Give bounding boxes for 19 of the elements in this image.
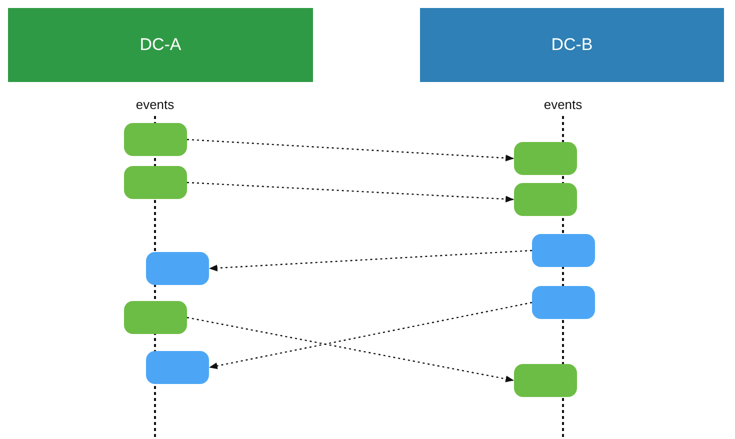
arrow — [186, 182, 514, 202]
event-block — [532, 234, 595, 267]
arrow — [186, 316, 514, 382]
event-block — [124, 301, 187, 334]
event-block — [532, 286, 595, 319]
datacenter-header — [420, 8, 724, 82]
arrow — [208, 250, 532, 272]
event-block — [514, 364, 577, 397]
datacenter-header — [8, 8, 313, 82]
arrow — [208, 302, 532, 370]
event-block — [146, 252, 209, 285]
event-block — [124, 166, 187, 199]
event-block — [124, 123, 187, 156]
arrow — [186, 138, 514, 162]
header-title: DC-B — [551, 35, 593, 55]
event-block — [146, 351, 209, 384]
header-title: DC-A — [140, 35, 182, 55]
event-block — [514, 183, 577, 216]
event-block — [514, 142, 577, 175]
